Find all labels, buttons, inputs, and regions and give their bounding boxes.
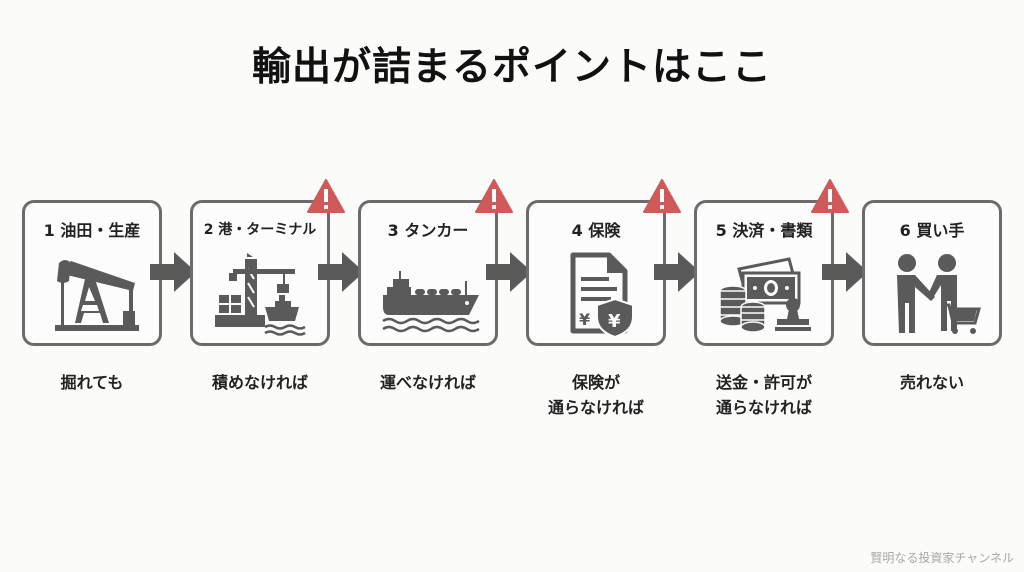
arrow-right-icon [318,252,364,292]
warning-triangle-icon [811,179,849,213]
caption-line: 掘れても [60,373,124,392]
svg-text:¥: ¥ [579,310,590,329]
step-caption: 掘れても [8,370,176,395]
step-caption: 売れない [848,370,1016,395]
step-label: 4 保険 [571,221,621,240]
step-label: 3 タンカー [387,221,469,240]
svg-text:¥: ¥ [608,311,621,332]
step-caption: 保険が 通らなければ [512,370,680,420]
step-label: 1 油田・生産 [43,221,141,240]
warning-triangle-icon [475,179,513,213]
warning-triangle-icon [307,179,345,213]
payment-stamp-icon [717,249,817,339]
caption-line: 送金・許可が [715,373,812,392]
step-box-port-terminal: 2 港・ターミナル [190,179,345,346]
caption-line: 通らなければ [547,398,644,417]
caption-line: 積めなければ [211,373,308,392]
arrow-right-icon [822,252,868,292]
step-caption: 運べなければ [344,370,512,395]
caption-line: 通らなければ [715,398,812,417]
oil-pumpjack-icon [45,249,145,339]
step-box-tanker: 3 タンカー [358,179,513,346]
step-box-insurance: 4 保険 ¥ ¥ [526,179,681,346]
arrow-right-icon [150,252,196,292]
page-title: 輸出が詰まるポイントはここ [251,45,772,90]
port-crane-icon [213,249,313,339]
caption-line: 売れない [899,373,964,392]
step-label: 6 買い手 [899,221,965,240]
arrow-right-icon [486,252,532,292]
step-box-oil-field: 1 油田・生産 [22,200,162,346]
step-caption: 積めなければ [176,370,344,395]
tanker-ship-icon [381,249,481,339]
step-label: 5 決済・書類 [715,221,813,240]
buyer-handshake-icon [885,249,985,339]
step-label: 2 港・ターミナル [203,222,317,238]
caption-line: 保険が [571,373,620,392]
caption-line: 運べなければ [379,373,476,392]
channel-watermark: 賢明なる投資家チャンネル [870,551,1014,565]
step-caption: 送金・許可が 通らなければ [680,370,848,420]
step-box-payment-documents: 5 決済・書類 [694,179,849,346]
step-box-buyer: 6 買い手 [862,200,1002,346]
insurance-document-icon: ¥ ¥ [549,249,649,339]
warning-triangle-icon [643,179,681,213]
arrow-right-icon [654,252,700,292]
